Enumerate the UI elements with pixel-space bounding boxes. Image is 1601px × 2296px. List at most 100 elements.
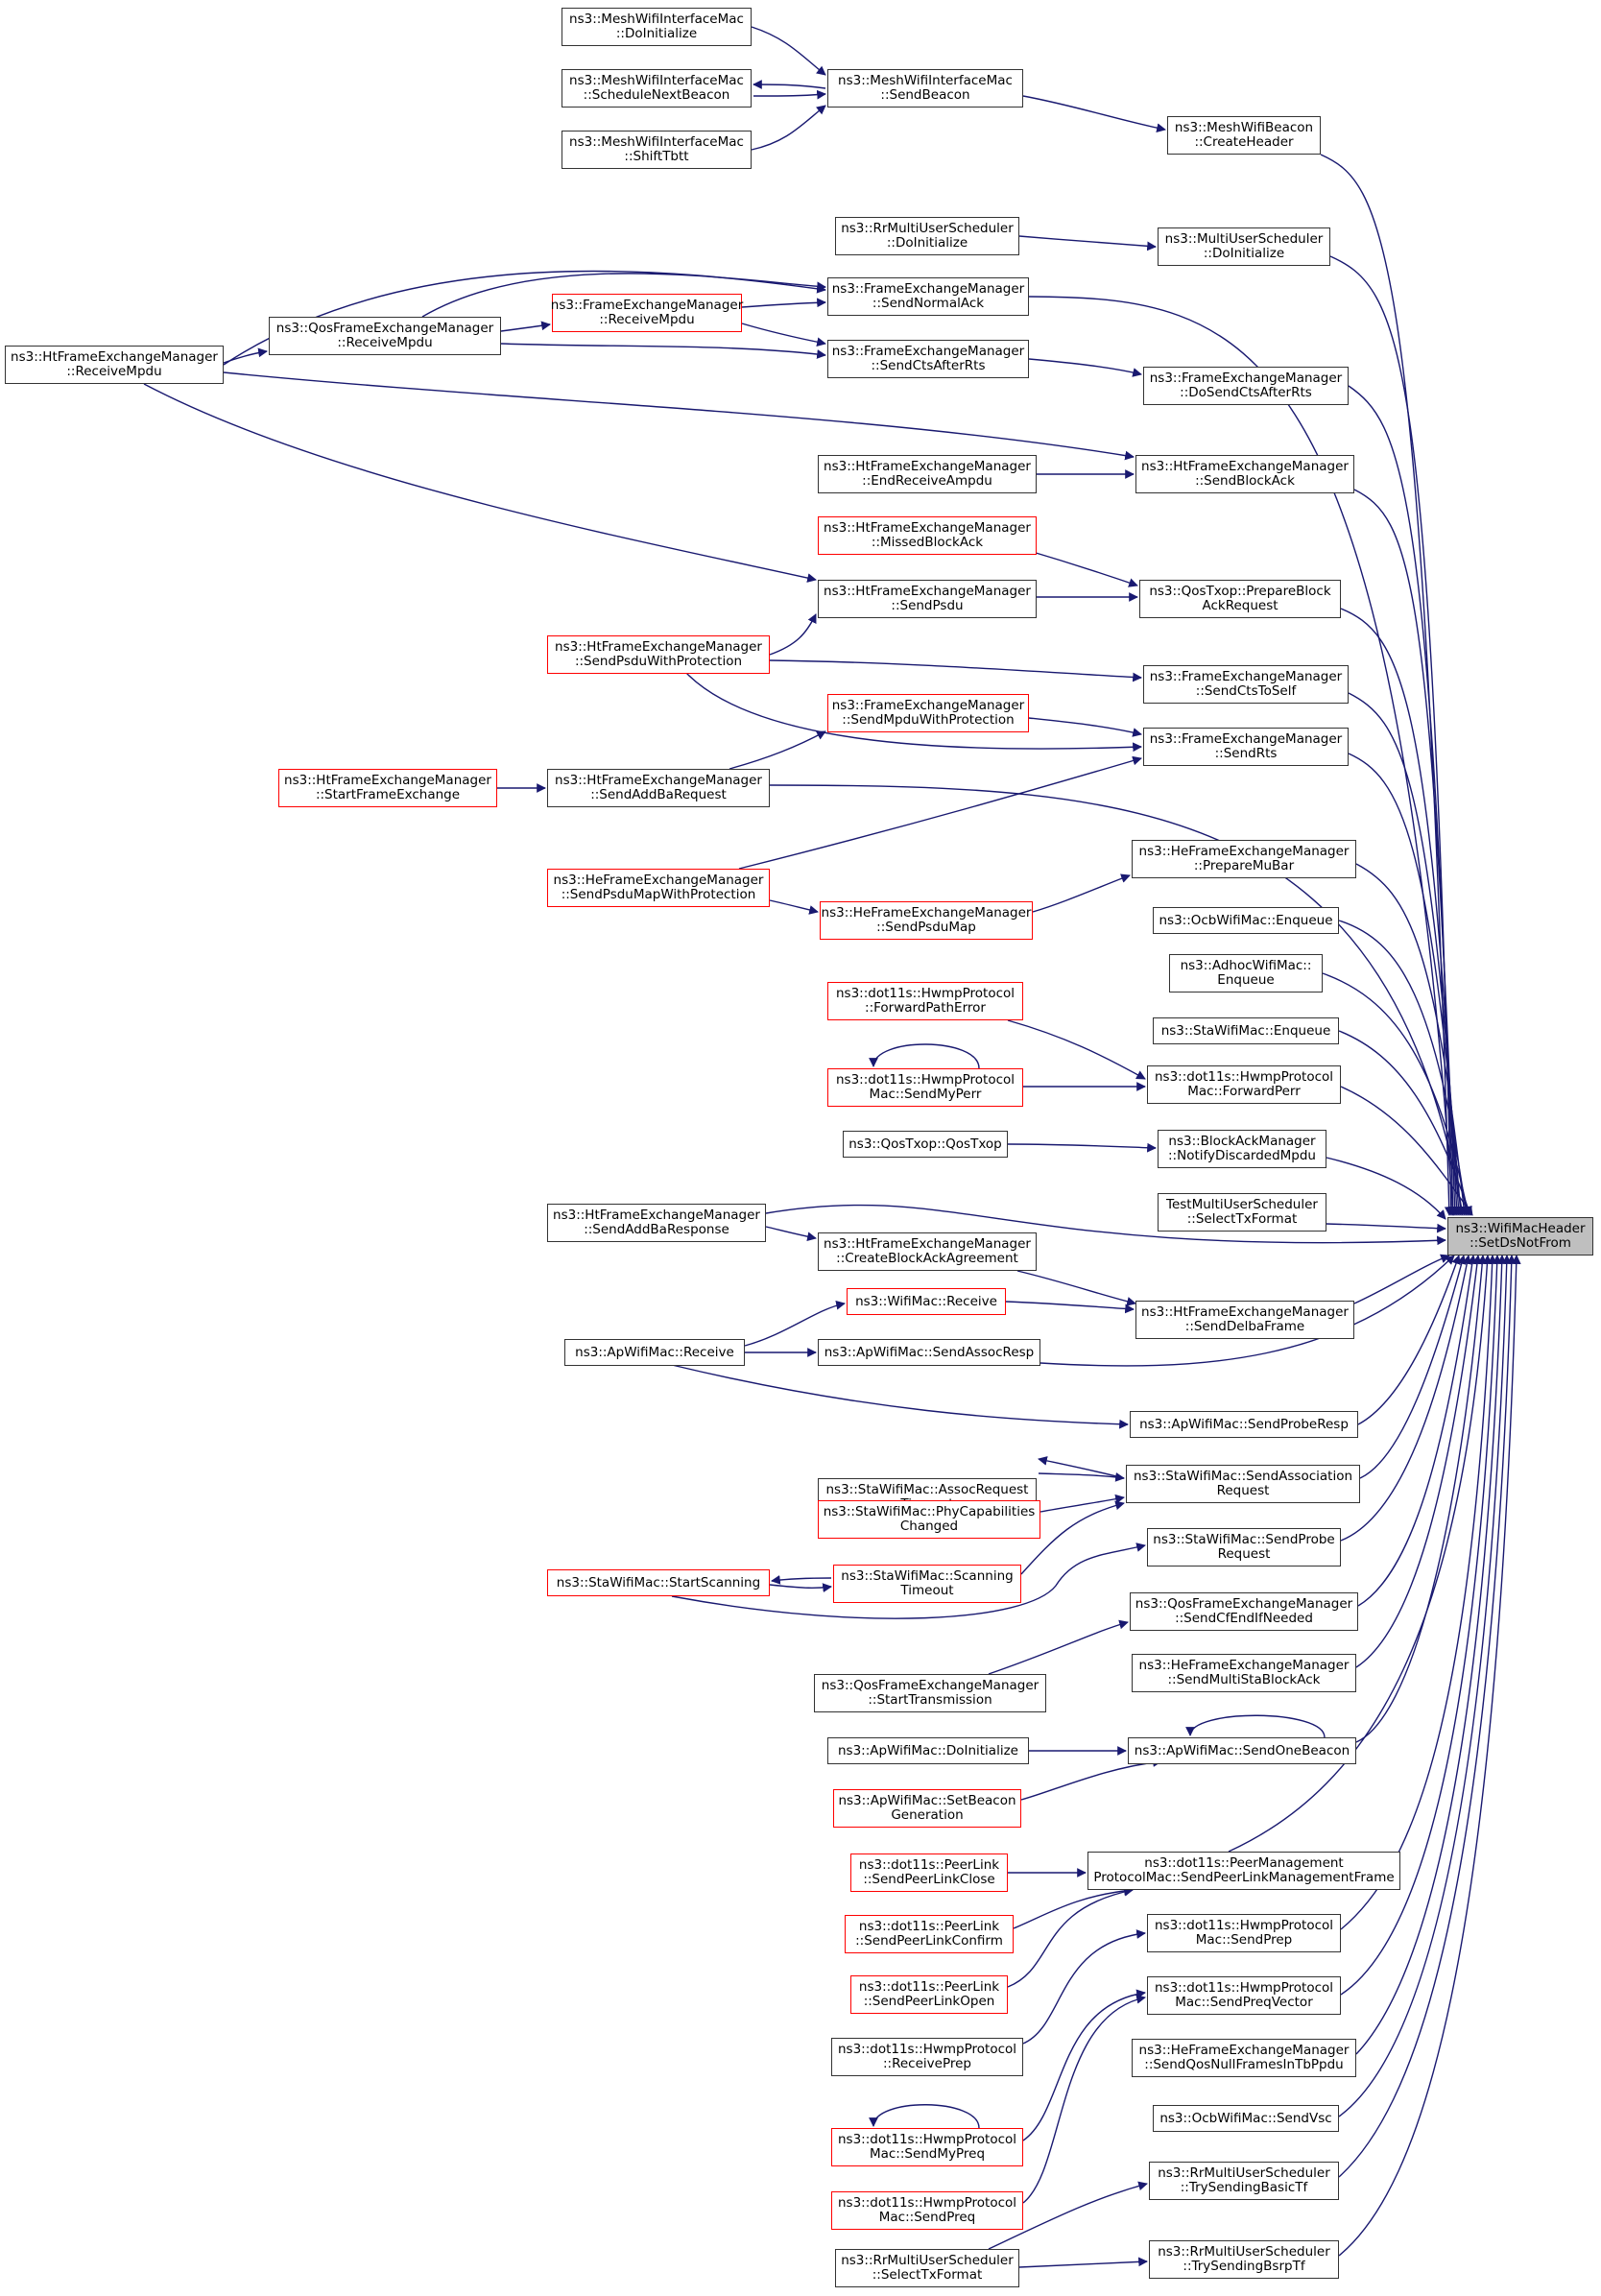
node-rrmus-selecttx[interactable]: ns3::RrMultiUserScheduler::SelectTxForma…: [835, 2249, 1019, 2287]
node-fem-sendctstoself[interactable]: ns3::FrameExchangeManager::SendCtsToSelf: [1143, 665, 1349, 704]
node-label-line: ::ForwardPathError: [865, 1000, 986, 1016]
call-edge: [1022, 95, 1166, 133]
node-label-line: ns3::dot11s::HwmpProtocol: [837, 2195, 1017, 2211]
node-ap-sendonebeacon[interactable]: ns3::ApWifiMac::SendOneBeacon: [1128, 1737, 1356, 1764]
node-pl-sendopen[interactable]: ns3::dot11s::PeerLink::SendPeerLinkOpen: [850, 1975, 1008, 2014]
node-mus-doinit[interactable]: ns3::MultiUserScheduler::DoInitialize: [1158, 227, 1330, 266]
node-hwmp-fwdpatherr[interactable]: ns3::dot11s::HwmpProtocol::ForwardPathEr…: [827, 982, 1023, 1020]
node-htfem-sendpsduwp[interactable]: ns3::HtFrameExchangeManager::SendPsduWit…: [547, 635, 770, 674]
node-rrmus-trybasictf[interactable]: ns3::RrMultiUserScheduler::TrySendingBas…: [1149, 2162, 1339, 2200]
node-fem-sendmpduwp[interactable]: ns3::FrameExchangeManager::SendMpduWithP…: [827, 694, 1029, 732]
node-label-line: ::EndReceiveAmpdu: [862, 473, 992, 489]
node-fem-sendnormalack[interactable]: ns3::FrameExchangeManager::SendNormalAck: [827, 277, 1029, 316]
node-htfem-sendblockack[interactable]: ns3::HtFrameExchangeManager::SendBlockAc…: [1135, 455, 1354, 493]
node-hwmp-receiveprep[interactable]: ns3::dot11s::HwmpProtocol::ReceivePrep: [831, 2038, 1023, 2076]
node-hefem-sendmultista[interactable]: ns3::HeFrameExchangeManager::SendMultiSt…: [1132, 1654, 1356, 1692]
call-edge: [223, 371, 1135, 461]
node-sta-startscanning[interactable]: ns3::StaWifiMac::StartScanning: [547, 1569, 770, 1596]
node-mwim-sendbeacon[interactable]: ns3::MeshWifiInterfaceMac::SendBeacon: [827, 69, 1023, 108]
call-edge: [1038, 1472, 1125, 1482]
node-fem-dosendcts[interactable]: ns3::FrameExchangeManager::DoSendCtsAfte…: [1143, 367, 1349, 405]
call-edge: [671, 1364, 1129, 1429]
node-fem-sendctsafterrts[interactable]: ns3::FrameExchangeManager::SendCtsAfterR…: [827, 340, 1029, 378]
node-htfem-senddelba[interactable]: ns3::HtFrameExchangeManager::SendDelbaFr…: [1135, 1301, 1354, 1339]
node-mwb-create[interactable]: ns3::MeshWifiBeacon::CreateHeader: [1167, 116, 1321, 155]
node-adhoc-enqueue[interactable]: ns3::AdhocWifiMac::Enqueue: [1169, 954, 1323, 993]
node-focus[interactable]: ns3::WifiMacHeader::SetDsNotFrom: [1447, 1217, 1593, 1256]
node-label-line: ::MissedBlockAck: [871, 535, 984, 550]
node-hefem-preparemubar[interactable]: ns3::HeFrameExchangeManager::PrepareMuBa…: [1132, 840, 1356, 878]
node-label-line: ns3::StaWifiMac::PhyCapabilities: [823, 1504, 1036, 1519]
node-htfem-receivempdu[interactable]: ns3::HtFrameExchangeManager::ReceiveMpdu: [5, 346, 224, 384]
node-qfem-starttx[interactable]: ns3::QosFrameExchangeManager::StartTrans…: [814, 1674, 1046, 1712]
node-hefem-sendpsdumap[interactable]: ns3::HeFrameExchangeManager::SendPsduMap: [820, 901, 1033, 940]
node-htfem-sendpsdu[interactable]: ns3::HtFrameExchangeManager::SendPsdu: [818, 580, 1037, 618]
node-label-line: ::DoInitialize: [886, 235, 968, 251]
node-hefem-sendqosnull[interactable]: ns3::HeFrameExchangeManager::SendQosNull…: [1132, 2039, 1356, 2077]
node-mwim-sched[interactable]: ns3::MeshWifiInterfaceMac::ScheduleNextB…: [562, 69, 752, 108]
node-ap-sendassocresp[interactable]: ns3::ApWifiMac::SendAssocResp: [818, 1339, 1040, 1366]
call-edge: [1326, 1223, 1446, 1233]
call-edge: [1338, 920, 1470, 1216]
node-hefem-sendpsdumapwp[interactable]: ns3::HeFrameExchangeManager::SendPsduMap…: [547, 869, 770, 907]
call-edge: [769, 659, 1142, 682]
node-htfem-sendaddbaresp[interactable]: ns3::HtFrameExchangeManager::SendAddBaRe…: [547, 1204, 766, 1242]
call-edge: [500, 321, 551, 332]
node-ocb-sendvsc[interactable]: ns3::OcbWifiMac::SendVsc: [1153, 2105, 1339, 2132]
node-rrmus-trybsrptf[interactable]: ns3::RrMultiUserScheduler::TrySendingBsr…: [1149, 2240, 1339, 2279]
node-label-line: ns3::dot11s::HwmpProtocol: [1154, 1069, 1334, 1085]
node-label-line: ::SendNormalAck: [872, 296, 985, 311]
node-label-line: ns3::QosTxop::PrepareBlock: [1149, 584, 1331, 599]
node-ap-doinit[interactable]: ns3::ApWifiMac::DoInitialize: [827, 1737, 1029, 1764]
node-rrmus-doinit[interactable]: ns3::RrMultiUserScheduler::DoInitialize: [835, 217, 1019, 255]
node-qfem-receivempdu[interactable]: ns3::QosFrameExchangeManager::ReceiveMpd…: [269, 317, 501, 355]
node-label-line: ns3::HeFrameExchangeManager: [1138, 2043, 1350, 2058]
node-ap-receive[interactable]: ns3::ApWifiMac::Receive: [564, 1339, 745, 1366]
node-pl-sendconfirm[interactable]: ns3::dot11s::PeerLink::SendPeerLinkConfi…: [845, 1915, 1014, 1953]
node-fem-sendrts[interactable]: ns3::FrameExchangeManager::SendRts: [1143, 728, 1349, 766]
node-ocb-enqueue[interactable]: ns3::OcbWifiMac::Enqueue: [1153, 907, 1339, 934]
node-test-selecttx[interactable]: TestMultiUserScheduler::SelectTxFormat: [1158, 1193, 1326, 1232]
node-label-line: ::SendPeerLinkClose: [863, 1872, 995, 1887]
node-label-line: ns3::FrameExchangeManager: [1149, 731, 1343, 747]
call-edge: [1338, 1030, 1472, 1216]
node-pl-sendclose[interactable]: ns3::dot11s::PeerLink::SendPeerLinkClose: [850, 1854, 1008, 1892]
node-qostxop-qostxop[interactable]: ns3::QosTxop::QosTxop: [843, 1131, 1008, 1158]
call-edge: [1032, 873, 1131, 913]
node-htfem-sendaddbareq[interactable]: ns3::HtFrameExchangeManager::SendAddBaRe…: [547, 769, 770, 807]
node-htfem-startfe[interactable]: ns3::HtFrameExchangeManager::StartFrameE…: [278, 769, 497, 807]
node-label-line: ::SelectTxFormat: [1186, 1211, 1298, 1227]
call-edge: [1322, 972, 1471, 1216]
node-htfem-endreceive[interactable]: ns3::HtFrameExchangeManager::EndReceiveA…: [818, 455, 1037, 493]
node-qfem-sendcfend[interactable]: ns3::QosFrameExchangeManager::SendCfEndI…: [1130, 1592, 1358, 1631]
node-label-line: ::DoInitialize: [615, 26, 698, 41]
call-edge: [1020, 1500, 1125, 1575]
call-edge: [143, 383, 817, 583]
node-bam-notify[interactable]: ns3::BlockAckManager::NotifyDiscardedMpd…: [1158, 1130, 1326, 1168]
node-wifimac-receive[interactable]: ns3::WifiMac::Receive: [847, 1288, 1006, 1315]
node-ap-sendproberesp[interactable]: ns3::ApWifiMac::SendProbeResp: [1130, 1411, 1358, 1438]
node-label-line: ns3::MultiUserScheduler: [1164, 231, 1324, 247]
node-label-line: ::ScheduleNextBeacon: [583, 87, 730, 103]
node-mwim-doinit[interactable]: ns3::MeshWifiInterfaceMac::DoInitialize: [562, 8, 752, 46]
node-mwim-shift[interactable]: ns3::MeshWifiInterfaceMac::ShiftTbtt: [562, 131, 752, 169]
node-htfem-createbaa[interactable]: ns3::HtFrameExchangeManager::CreateBlock…: [818, 1232, 1037, 1271]
node-htfem-missedblockack[interactable]: ns3::HtFrameExchangeManager::MissedBlock…: [818, 516, 1037, 555]
node-label-line: ns3::ApWifiMac::SendOneBeacon: [1134, 1742, 1350, 1758]
call-edge: [744, 1300, 846, 1347]
node-fem-receivempdu[interactable]: ns3::FrameExchangeManager::ReceiveMpdu: [551, 294, 743, 332]
node-sta-enqueue[interactable]: ns3::StaWifiMac::Enqueue: [1153, 1017, 1339, 1044]
